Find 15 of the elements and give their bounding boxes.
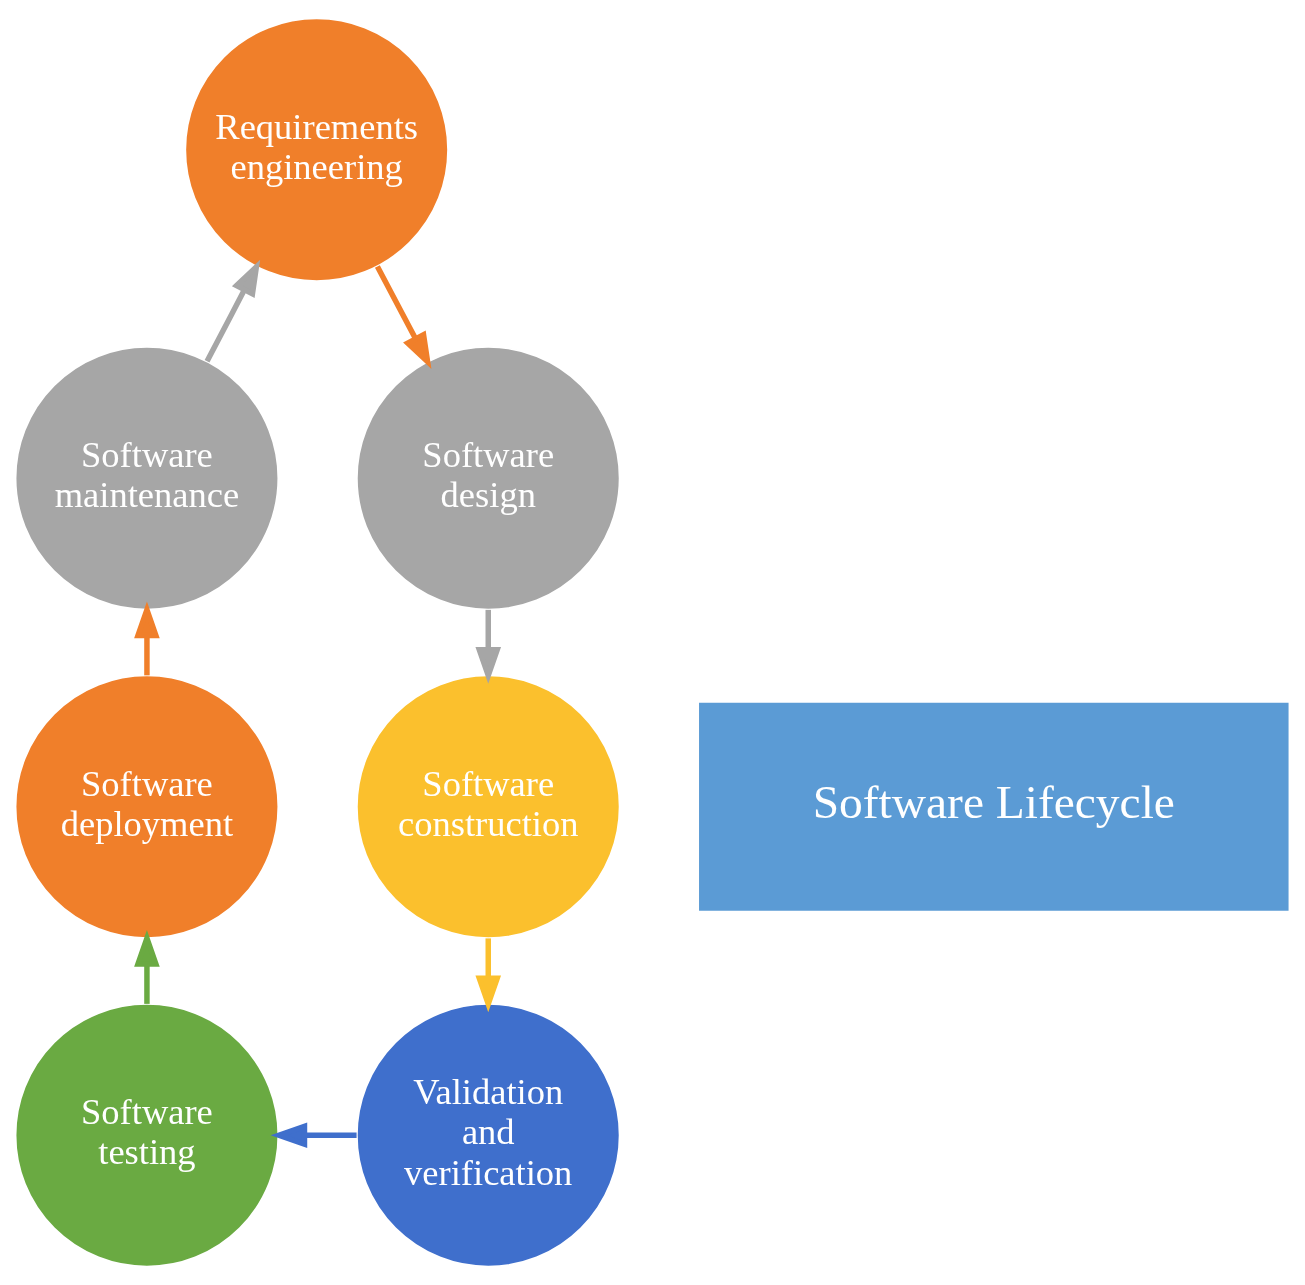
node-circle: Software maintenance (14, 345, 280, 611)
node-circle: Software construction (355, 674, 621, 940)
node-circle: Software design (355, 345, 621, 611)
arrow (475, 609, 502, 684)
arrow (270, 1122, 357, 1149)
arrow (134, 601, 160, 676)
node-box: Software Lifecycle (697, 700, 1291, 913)
node-circle: Validation and verification (355, 1002, 621, 1268)
arrow (475, 938, 502, 1013)
arrow (374, 265, 432, 369)
node-circle: Requirements engineering (184, 17, 449, 283)
arrow (134, 930, 160, 1004)
node-circle: Software testing (14, 1002, 280, 1268)
node-circle: Software deployment (14, 674, 280, 940)
arrow (204, 259, 261, 363)
